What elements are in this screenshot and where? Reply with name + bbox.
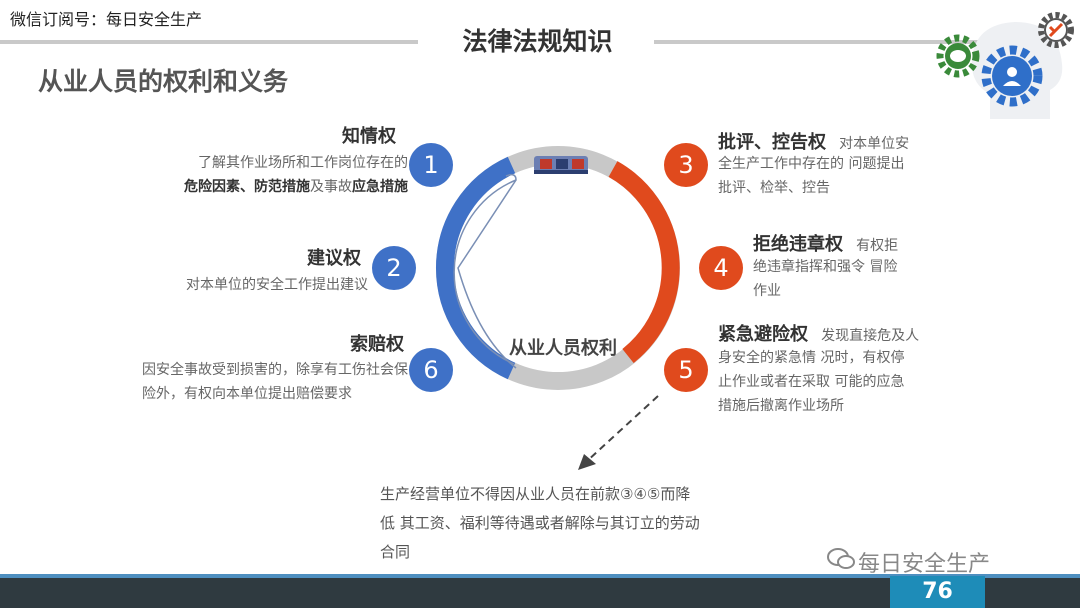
- center-label: 从业人员权利: [498, 334, 628, 360]
- header-title: 法律法规知识: [430, 22, 645, 58]
- number-badge-3: 3: [664, 143, 708, 187]
- refuse-line3: 作业: [753, 279, 781, 303]
- workers-illustration: [534, 156, 588, 174]
- informed-line2: 危险因素、防范措施及事故应急措施: [168, 175, 408, 199]
- emergency-line3: 止作业或者在采取 可能的应急: [718, 370, 904, 394]
- rights-ring-diagram: [418, 128, 698, 408]
- right-title-suggestion: 建议权: [307, 244, 361, 270]
- red-arc: [613, 169, 671, 356]
- emergency-line1: 发现直接危及人: [821, 328, 919, 344]
- right-title-informed: 知情权: [342, 122, 396, 148]
- criticism-line1: 对本单位安: [839, 136, 909, 152]
- right-title-emergency: 紧急避险权: [718, 324, 808, 345]
- bottom-note-line3: 合同: [380, 538, 780, 567]
- emergency-line2: 身安全的紧急情 况时，有权停: [718, 346, 904, 370]
- wechat-account-label: 微信订阅号：每日安全生产: [10, 6, 202, 30]
- right-emergency: 紧急避险权 发现直接危及人: [718, 320, 919, 348]
- refuse-line2: 绝违章指挥和强令 冒险: [753, 255, 897, 279]
- right-refuse: 拒绝违章权 有权拒: [753, 230, 898, 258]
- number-badge-6: 6: [409, 348, 453, 392]
- informed-line1: 了解其作业场所和工作岗位存在的: [168, 151, 408, 175]
- refuse-line1: 有权拒: [856, 238, 898, 254]
- right-title-criticism: 批评、控告权: [718, 132, 826, 153]
- number-badge-2: 2: [372, 246, 416, 290]
- wechat-icon: [826, 546, 856, 572]
- emergency-line4: 措施后撤离作业场所: [718, 394, 844, 418]
- gears-head-icon: [930, 4, 1080, 124]
- dashed-arrow-icon: [570, 390, 670, 480]
- bottom-note-line2: 低 其工资、福利等待遇或者解除与其订立的劳动: [380, 509, 780, 538]
- section-title: 从业人员的权利和义务: [38, 62, 288, 98]
- number-badge-1: 1: [409, 143, 453, 187]
- right-title-compensation: 索赔权: [350, 330, 404, 356]
- page-number: 76: [890, 576, 985, 608]
- right-title-refuse: 拒绝违章权: [753, 234, 843, 255]
- right-text-suggestion: 对本单位的安全工作提出建议: [163, 273, 368, 297]
- right-text-informed: 了解其作业场所和工作岗位存在的 危险因素、防范措施及事故应急措施: [168, 151, 408, 199]
- criticism-line3: 批评、检举、控告: [718, 176, 830, 200]
- number-badge-4: 4: [699, 246, 743, 290]
- criticism-line2: 全生产工作中存在的 问题提出: [718, 152, 904, 176]
- bottom-note-line1: 生产经营单位不得因从业人员在前款③④⑤而降: [380, 480, 780, 509]
- right-text-compensation: 因安全事故受到损害的，除享有工伤社会保险外，有权向本单位提出赔偿要求: [142, 358, 412, 406]
- number-badge-5: 5: [664, 348, 708, 392]
- bottom-note: 生产经营单位不得因从业人员在前款③④⑤而降 低 其工资、福利等待遇或者解除与其订…: [380, 480, 780, 567]
- header-divider-left: [0, 40, 418, 44]
